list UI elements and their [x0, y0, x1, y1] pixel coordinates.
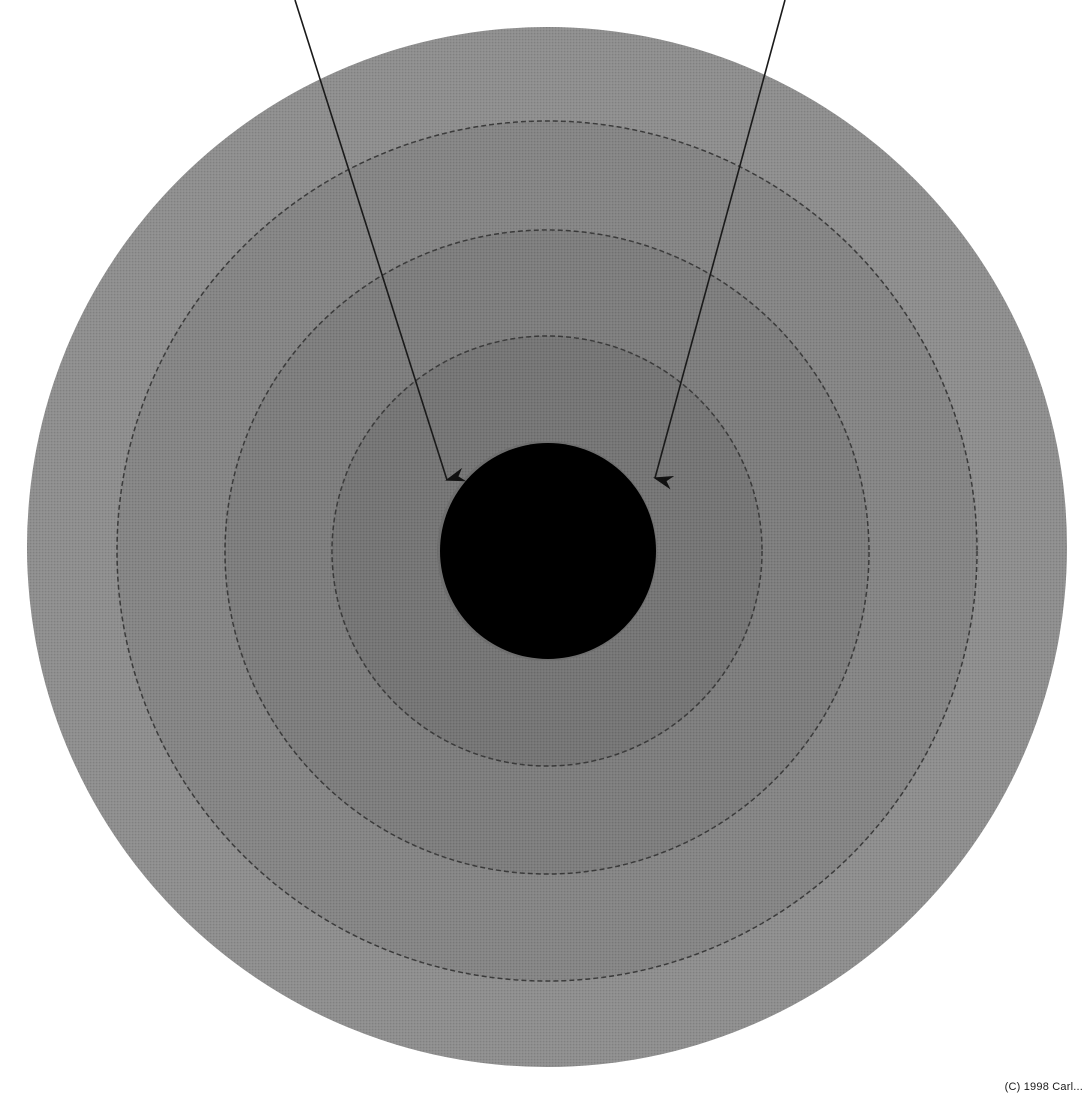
- credit-text: (C) 1998 Carl...: [1005, 1081, 1083, 1093]
- core-circle: [440, 443, 656, 659]
